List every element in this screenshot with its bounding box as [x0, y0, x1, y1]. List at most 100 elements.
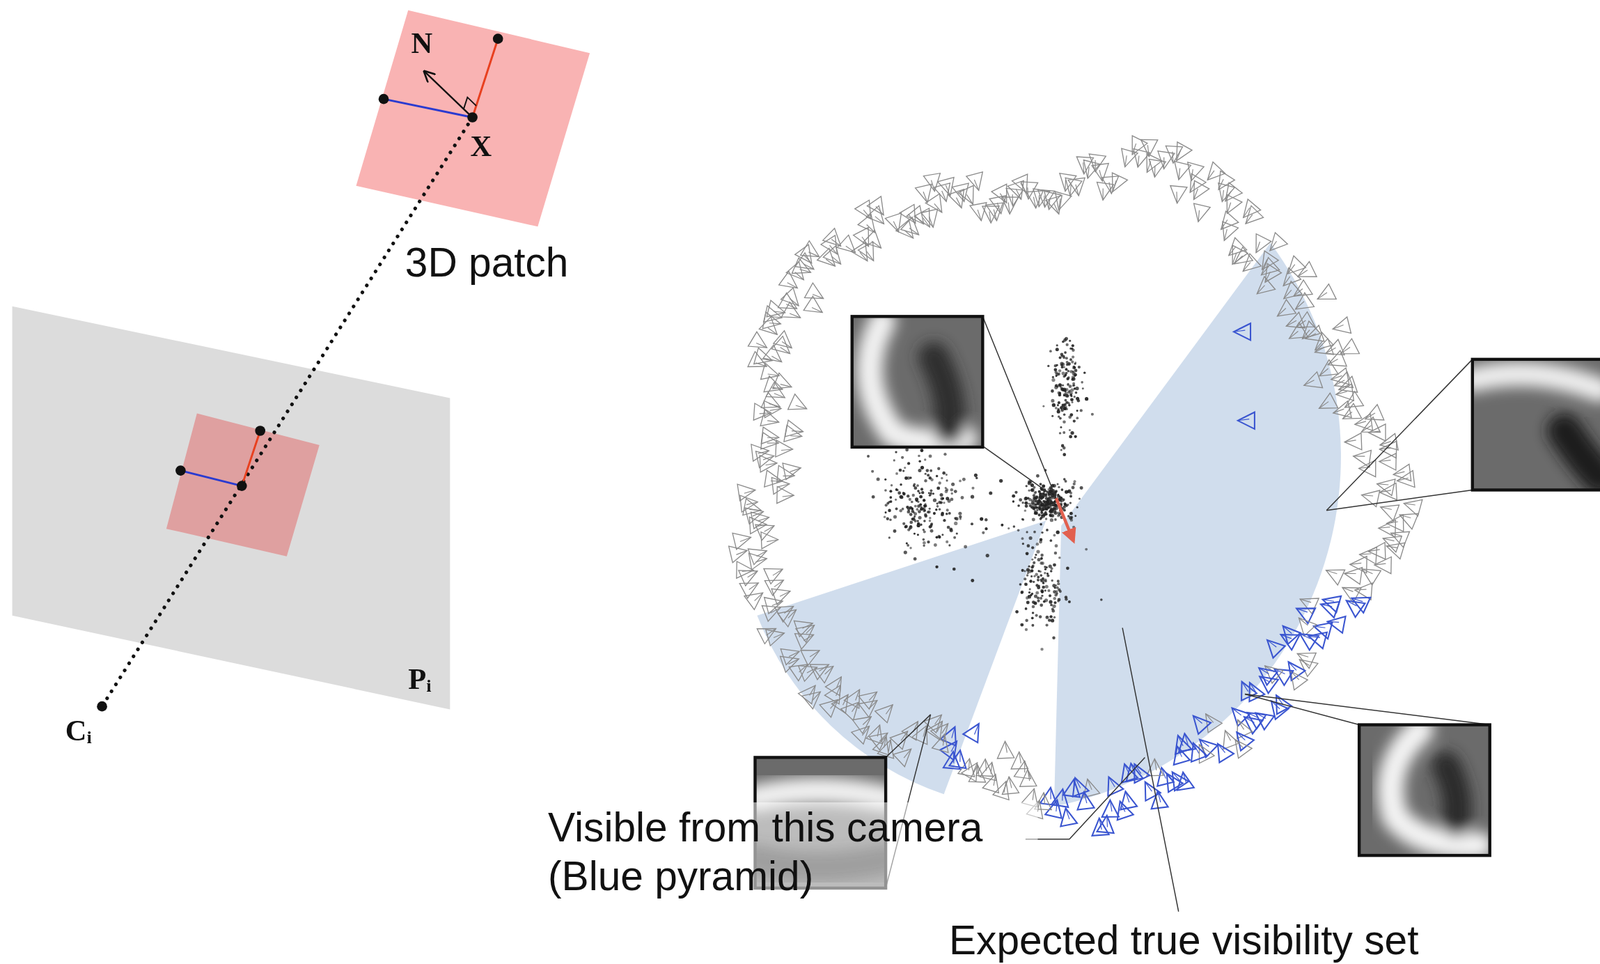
cloud-point: [974, 473, 978, 477]
cloud-point: [895, 507, 899, 511]
cloud-point: [916, 483, 920, 487]
cloud-point: [1049, 603, 1053, 607]
camera-edge: [799, 664, 808, 672]
inset-texture: [1390, 729, 1480, 846]
cloud-point: [909, 476, 912, 479]
camera-outline: [1314, 338, 1334, 355]
cloud-point: [1031, 505, 1034, 509]
cloud-point: [1019, 582, 1023, 586]
camera-edge: [757, 450, 769, 454]
camera-pyramid: [822, 245, 841, 264]
cloud-point: [1059, 355, 1062, 359]
camera-edge: [759, 412, 772, 414]
cloud-point: [1071, 485, 1076, 490]
camera-edge: [768, 403, 780, 407]
camera-outline: [893, 748, 912, 766]
camera-pyramid: [1088, 153, 1106, 172]
camera-pyramid: [1377, 479, 1396, 496]
cloud-point: [1040, 647, 1043, 651]
cloud-point: [1020, 623, 1024, 627]
camera-pyramid: [1133, 148, 1151, 168]
inset-stroke: [1390, 729, 1480, 846]
camera-pyramid: [1193, 180, 1209, 200]
camera-edge: [935, 714, 943, 724]
camera-edge: [1004, 781, 1007, 793]
camera-edge: [1120, 800, 1126, 812]
cloud-point: [1059, 431, 1062, 434]
camera-outline: [788, 394, 807, 410]
camera-outline: [1340, 338, 1360, 354]
camera-outline: [1060, 807, 1078, 826]
cloud-point: [1032, 580, 1035, 583]
camera-pyramid: [1297, 261, 1317, 278]
cloud-point: [1049, 510, 1054, 514]
cloud-point: [1083, 371, 1086, 374]
camera-edge: [735, 550, 748, 555]
camera-outline: [1354, 413, 1374, 431]
camera-pyramid: [1346, 600, 1366, 617]
camera-outline: [778, 293, 798, 310]
cloud-point: [1051, 607, 1055, 610]
camera-outline: [915, 183, 933, 202]
camera-outline: [866, 205, 884, 224]
cloud-point: [1065, 343, 1069, 347]
cloud-point: [1057, 401, 1061, 404]
cloud-point: [1072, 384, 1075, 387]
cloud-point: [926, 468, 930, 473]
camera-outline: [747, 548, 767, 565]
cloud-point: [1029, 579, 1032, 583]
camera-pyramid: [1233, 323, 1251, 340]
cloud-point: [903, 550, 908, 554]
cloud-point: [904, 524, 908, 529]
camera-edge: [1233, 330, 1245, 332]
cloud-point: [908, 497, 912, 501]
cloud-point: [1021, 501, 1024, 504]
cloud-point: [1062, 355, 1065, 358]
camera-edge: [767, 442, 780, 443]
cloud-point: [1069, 369, 1073, 373]
camera-edge: [1332, 324, 1344, 329]
cloud-point: [1033, 593, 1038, 598]
cloud-point: [1079, 485, 1084, 490]
cloud-point: [1011, 494, 1016, 498]
cloud-point: [1068, 428, 1071, 431]
cloud-point: [1049, 569, 1053, 573]
cloud-point: [1027, 488, 1030, 491]
camera-outline: [802, 691, 821, 709]
camera-outline: [875, 704, 893, 723]
camera-edge: [1112, 180, 1117, 192]
cloud-point: [1075, 391, 1078, 395]
camera-outline: [777, 486, 794, 504]
cloud-point: [1051, 579, 1054, 582]
camera-outline: [1232, 708, 1251, 727]
camera-edge: [1297, 653, 1309, 657]
cloud-point: [1036, 575, 1040, 579]
cloud-point: [1042, 492, 1046, 496]
point-dot: [467, 112, 478, 123]
camera-outline: [742, 498, 762, 516]
cloud-point: [1047, 618, 1052, 622]
cloud-point: [1040, 531, 1043, 534]
camera-outline: [969, 202, 987, 221]
camera-outline: [786, 261, 804, 280]
camera-outline: [814, 666, 834, 684]
camera-outline: [868, 732, 888, 750]
camera-outline: [773, 330, 792, 349]
cloud-point: [924, 472, 927, 475]
camera-pyramid: [1101, 176, 1119, 194]
cloud-point: [1065, 367, 1069, 371]
camera-edge: [1102, 188, 1104, 201]
camera-outline: [1242, 253, 1261, 271]
cloud-point: [930, 478, 933, 482]
inset-stroke: [1564, 430, 1600, 477]
camera-pyramid: [1314, 338, 1334, 355]
camera-edge: [773, 311, 786, 313]
camera-edge: [1008, 202, 1010, 215]
camera-pyramid: [1068, 177, 1085, 196]
camera-pyramid: [1175, 735, 1192, 755]
cloud-point: [1070, 397, 1074, 402]
cloud-point: [1031, 600, 1036, 604]
cloud-point: [1080, 380, 1084, 384]
cloud-point: [1056, 599, 1060, 603]
camera-pyramid: [921, 208, 938, 227]
